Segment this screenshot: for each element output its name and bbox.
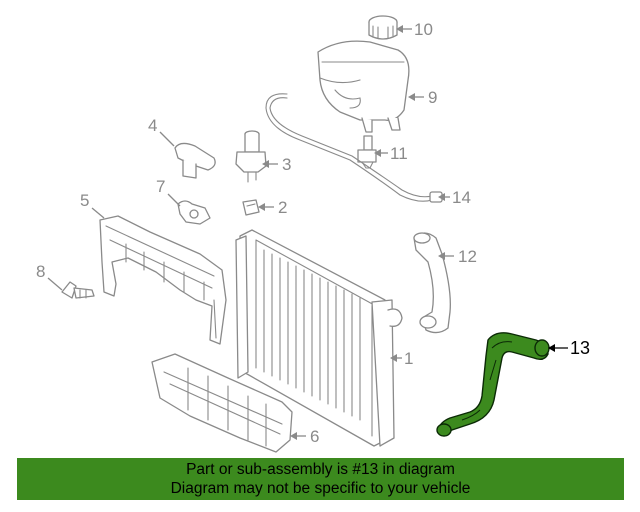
callout-9: 9	[408, 88, 437, 107]
callout-label-13: 13	[570, 338, 590, 358]
part-13-lower-hose	[436, 332, 550, 437]
callout-label-3: 3	[282, 155, 291, 174]
callout-12: 12	[438, 247, 477, 266]
callout-13: 13	[548, 338, 590, 358]
part-12-upper-hose	[413, 232, 451, 334]
callout-label-9: 9	[428, 88, 437, 107]
callout-label-2: 2	[278, 198, 287, 217]
banner-line-1: Part or sub-assembly is #13 in diagram	[186, 461, 455, 478]
callout-14: 14	[438, 188, 471, 207]
callout-1: 1	[390, 349, 413, 368]
callout-5: 5	[80, 191, 105, 219]
callout-7: 7	[156, 177, 181, 207]
notice-banner: Part or sub-assembly is #13 in diagram D…	[17, 458, 624, 500]
callout-label-14: 14	[452, 188, 471, 207]
part-7-retainer	[177, 200, 211, 225]
callout-label-8: 8	[36, 262, 45, 281]
part-9-expansion-tank	[317, 40, 410, 133]
callout-label-11: 11	[390, 144, 408, 163]
part-11-valve	[357, 135, 377, 169]
callout-4: 4	[148, 116, 175, 147]
part-5-radiator-support	[99, 215, 227, 345]
banner-line-2: Diagram may not be specific to your vehi…	[170, 480, 471, 497]
callout-8: 8	[36, 262, 63, 291]
callout-label-4: 4	[148, 116, 157, 135]
callout-6: 6	[290, 427, 319, 446]
callout-label-1: 1	[404, 349, 413, 368]
part-4-bracket	[174, 142, 216, 179]
part-2-clip	[242, 199, 260, 216]
callout-label-6: 6	[310, 427, 319, 446]
callout-label-7: 7	[156, 177, 165, 196]
callout-label-10: 10	[414, 20, 433, 39]
part-1-radiator	[235, 229, 403, 447]
callout-11: 11	[374, 144, 408, 163]
part-6-air-deflector	[151, 353, 293, 453]
callout-2: 2	[258, 198, 287, 217]
callout-3: 3	[262, 155, 291, 174]
callout-label-5: 5	[80, 191, 89, 210]
callout-label-12: 12	[458, 247, 477, 266]
callout-10: 10	[396, 20, 433, 39]
part-8-fastener	[61, 281, 95, 299]
part-3-thermostat-housing	[235, 130, 267, 183]
part-14-vent-hose	[265, 93, 443, 203]
part-10-reservoir-cap	[368, 15, 398, 40]
